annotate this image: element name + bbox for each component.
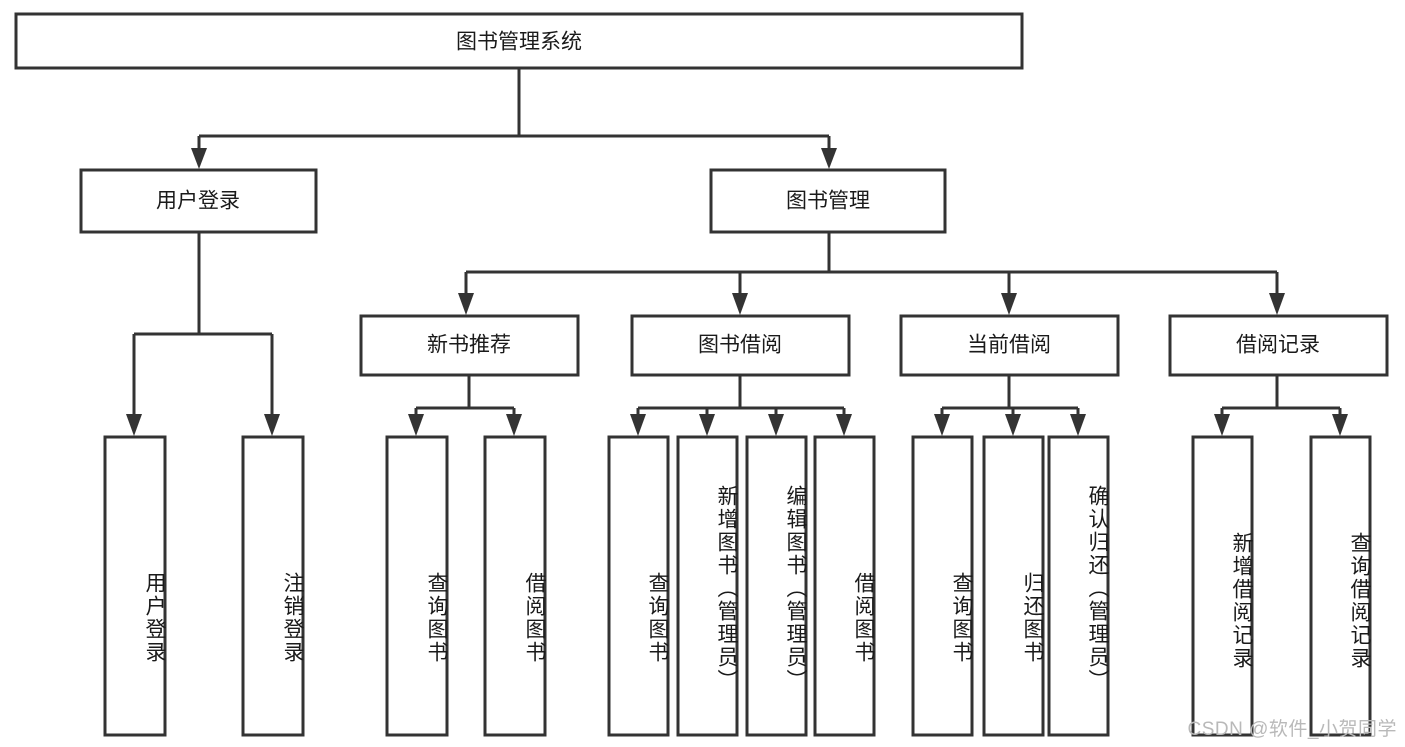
node-current-borrow-label: 当前借阅 [967, 334, 1051, 357]
csdn-watermark: CSDN @软件_小贺同学 [1187, 719, 1397, 740]
leaf-logout-box[interactable] [241, 435, 305, 737]
arrow-head-leaf-logout [264, 414, 280, 436]
arrow-head-borrow-record [1269, 293, 1285, 315]
node-current-borrow-box[interactable] [899, 314, 1120, 377]
connector-group [126, 68, 1348, 436]
leaf-br-query-record-box[interactable] [1309, 435, 1372, 737]
arrow-head-br-leaf-2 [1332, 414, 1348, 436]
arrow-head-cb-leaf-2 [1005, 414, 1021, 436]
node-root-box[interactable] [14, 12, 1024, 70]
arrow-head-leaf-user-login [126, 414, 142, 436]
arrow-head-bb-leaf-3 [768, 414, 784, 436]
arrow-head-nb-leaf-1 [408, 414, 424, 436]
arrow-head-book-manage [821, 148, 837, 169]
node-book-borrow-label: 图书借阅 [698, 334, 782, 357]
arrow-head-br-leaf-1 [1214, 414, 1230, 436]
node-book-manage-box[interactable] [709, 168, 947, 234]
node-book-manage-label: 图书管理 [786, 190, 870, 213]
leaf-cb-return-book-box[interactable] [982, 435, 1045, 737]
arrow-head-bb-leaf-1 [630, 414, 646, 436]
leaf-cb-confirm-return-box[interactable] [1047, 435, 1110, 737]
node-user-login-box[interactable] [79, 168, 318, 234]
node-user-login-label: 用户登录 [156, 190, 240, 213]
leaf-bb-edit-book-box[interactable] [745, 435, 808, 737]
node-book-borrow-box[interactable] [630, 314, 851, 377]
arrow-head-cb-leaf-1 [934, 414, 950, 436]
leaf-bb-query-book-box[interactable] [607, 435, 670, 737]
arrow-head-user-login [191, 148, 207, 169]
leaf-user-login-box[interactable] [103, 435, 167, 737]
leaf-nb-borrow-book-box[interactable] [483, 435, 547, 737]
leaf-cb-query-book-box[interactable] [911, 435, 974, 737]
leaf-bb-add-book-box[interactable] [676, 435, 739, 737]
arrow-head-cb-leaf-3 [1070, 414, 1086, 436]
arrow-head-new-book [458, 293, 474, 315]
arrow-head-current-borrow [1001, 293, 1017, 315]
node-new-book-recommend-box[interactable] [359, 314, 580, 377]
arrow-head-bb-leaf-2 [699, 414, 715, 436]
node-root-label: 图书管理系统 [456, 31, 582, 54]
arrow-head-bb-leaf-4 [836, 414, 852, 436]
arrow-head-nb-leaf-2 [506, 414, 522, 436]
node-borrow-record-label: 借阅记录 [1236, 334, 1320, 357]
leaf-nb-query-book-box[interactable] [385, 435, 449, 737]
arrow-head-book-borrow [732, 293, 748, 315]
node-new-book-recommend-label: 新书推荐 [427, 334, 511, 357]
leaf-bb-borrow-book-box[interactable] [813, 435, 876, 737]
node-borrow-record-box[interactable] [1168, 314, 1389, 377]
leaf-br-add-record-box[interactable] [1191, 435, 1254, 737]
